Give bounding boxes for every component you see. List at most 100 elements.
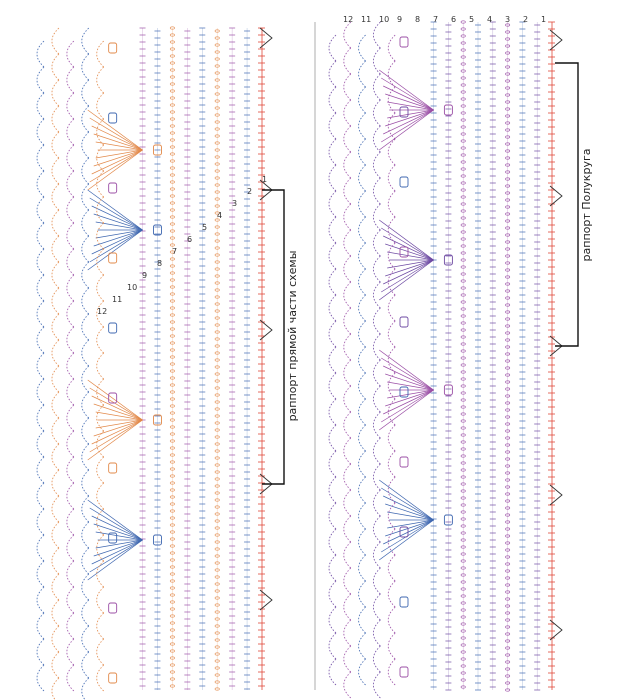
- chain-loop-icon: [505, 303, 511, 307]
- row-number-label: 3: [232, 199, 237, 208]
- chain-arch: [81, 469, 90, 497]
- chain-arch: [81, 625, 90, 653]
- chain-loop-icon: [460, 405, 466, 409]
- chain-loop-icon: [460, 496, 466, 500]
- cluster-stitch-icon: [443, 384, 453, 396]
- fan-stitch: [387, 389, 434, 399]
- chain-loop-icon: [460, 230, 466, 234]
- chain-loop-icon: [169, 516, 175, 520]
- chain-loop-icon: [460, 48, 466, 52]
- chain-loop-icon: [214, 624, 220, 628]
- chain-arch: [328, 294, 337, 322]
- chain-arch: [66, 612, 75, 640]
- chain-arch: [66, 326, 75, 354]
- chain-arch: [373, 437, 381, 465]
- chain-loop-icon: [505, 352, 511, 356]
- fan-stitch: [95, 149, 143, 159]
- chain-loop-icon: [214, 365, 220, 369]
- chain-arch: [51, 625, 60, 653]
- cluster-stitch-icon: [399, 246, 409, 258]
- chain-loop-icon: [214, 505, 220, 509]
- chain-loop-icon: [214, 652, 220, 656]
- chain-arch: [81, 651, 90, 679]
- row-number-label: 10: [379, 15, 389, 24]
- chain-loop-icon: [214, 428, 220, 432]
- chain-arch: [373, 411, 381, 439]
- chevron-marker-icon: [549, 185, 563, 207]
- chain-arch: [358, 60, 366, 88]
- chain-loop-icon: [169, 488, 175, 492]
- chain-arch: [51, 339, 60, 367]
- chain-loop-icon: [169, 313, 175, 317]
- cluster-stitch-icon: [399, 386, 409, 398]
- chain-loop-icon: [214, 533, 220, 537]
- chain-arch: [373, 281, 381, 309]
- chain-loop-icon: [505, 198, 511, 202]
- fan-stitch: [95, 411, 143, 421]
- chain-loop-icon: [214, 554, 220, 558]
- chain-loop-icon: [169, 670, 175, 674]
- fan-stitch: [95, 419, 143, 429]
- chain-loop-icon: [460, 195, 466, 199]
- chain-arch: [387, 294, 396, 322]
- chain-loop-icon: [505, 667, 511, 671]
- chain-loop-icon: [214, 603, 220, 607]
- chain-arch: [343, 645, 352, 673]
- row-number-label: 9: [397, 15, 402, 24]
- chain-loop-icon: [169, 495, 175, 499]
- chain-arch: [358, 320, 366, 348]
- row-number-label: 6: [187, 235, 192, 244]
- chain-arch: [36, 300, 45, 328]
- chain-arch: [328, 528, 337, 556]
- chain-arch: [51, 417, 60, 445]
- chain-arch: [358, 606, 366, 634]
- chain-loop-icon: [505, 583, 511, 587]
- chain-arch: [343, 515, 352, 543]
- fan-stitch: [383, 85, 434, 111]
- chain-arch: [373, 463, 381, 491]
- chain-loop-icon: [169, 180, 175, 184]
- chain-loop-icon: [169, 502, 175, 506]
- chain-arch: [387, 554, 396, 582]
- chain-loop-icon: [505, 506, 511, 510]
- chain-arch: [66, 638, 75, 666]
- chain-arch: [81, 547, 90, 575]
- fan-stitch: [91, 125, 143, 151]
- chain-loop-icon: [505, 576, 511, 580]
- chain-loop-icon: [460, 622, 466, 626]
- chain-loop-icon: [505, 443, 511, 447]
- chain-loop-icon: [169, 642, 175, 646]
- chain-loop-icon: [169, 530, 175, 534]
- chain-loop-icon: [460, 314, 466, 318]
- chain-arch: [387, 606, 396, 634]
- chain-arch: [51, 53, 60, 81]
- fan-stitch: [89, 419, 143, 453]
- chain-arch: [328, 398, 337, 426]
- fan-stitch: [383, 389, 434, 415]
- chain-loop-icon: [505, 541, 511, 545]
- chain-loop-icon: [505, 338, 511, 342]
- chain-loop-icon: [169, 54, 175, 58]
- chain-loop-icon: [214, 323, 220, 327]
- chain-loop-icon: [214, 246, 220, 250]
- chain-loop-icon: [460, 594, 466, 598]
- chain-arch: [358, 34, 366, 62]
- chain-arch: [36, 248, 45, 276]
- chain-loop-icon: [505, 611, 511, 615]
- chain-loop-icon: [169, 215, 175, 219]
- chain-loop-icon: [505, 212, 511, 216]
- chain-loop-icon: [214, 645, 220, 649]
- chain-loop-icon: [169, 285, 175, 289]
- chain-loop-icon: [214, 281, 220, 285]
- chain-loop-icon: [460, 167, 466, 171]
- chain-arch: [81, 443, 90, 471]
- chain-loop-icon: [505, 30, 511, 34]
- chain-loop-icon: [169, 439, 175, 443]
- chain-loop-icon: [214, 260, 220, 264]
- chain-loop-icon: [460, 510, 466, 514]
- fan-stitch: [385, 519, 434, 537]
- chain-arch: [36, 586, 45, 614]
- chain-arch: [51, 313, 60, 341]
- chain-loop-icon: [505, 79, 511, 83]
